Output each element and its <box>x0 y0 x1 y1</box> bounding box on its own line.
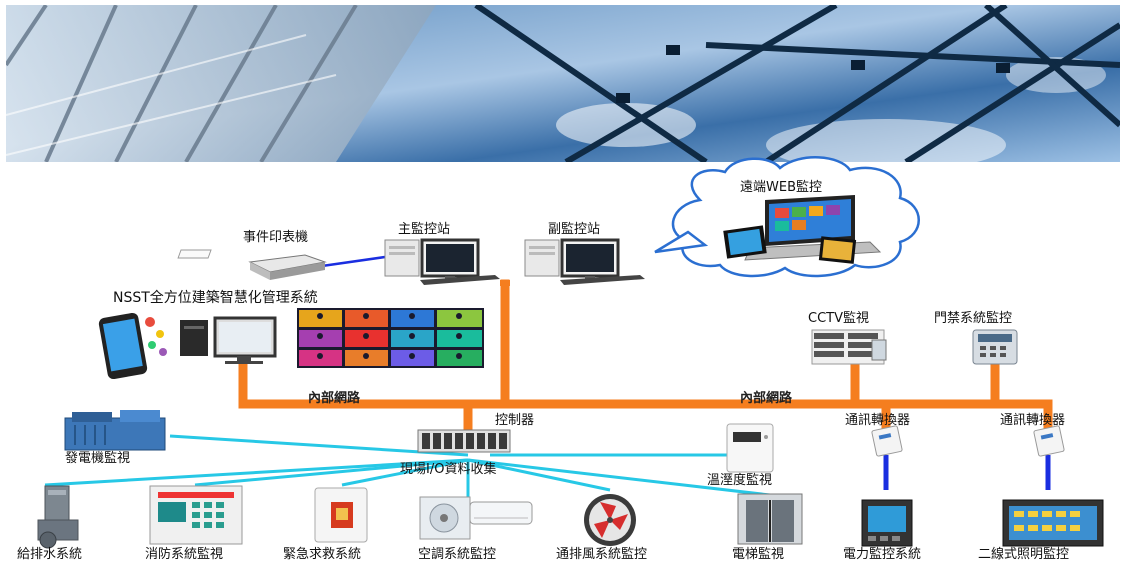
keypad-icon <box>972 329 1018 365</box>
converter-icon-right <box>1033 425 1065 457</box>
monitor-icon <box>180 316 277 364</box>
fire-panel-icon <box>149 485 243 545</box>
internal-network-right-label: 內部網路 <box>740 391 793 406</box>
cctv-camera-icon <box>811 329 887 365</box>
cctv-label: CCTV監視 <box>808 311 869 326</box>
serial-links <box>883 455 1051 490</box>
nsst-system-label: NSST全方位建築智慧化管理系統 <box>113 290 318 306</box>
access-control-label: 門禁系統監控 <box>934 311 1013 326</box>
dashboard-grid-icon <box>297 308 484 368</box>
laptop-tablet-icon <box>723 195 882 264</box>
lighting-label: 二線式照明監控 <box>978 547 1070 562</box>
main-station-pc-icon <box>384 238 500 285</box>
hvac-label: 空調系統監控 <box>418 547 497 562</box>
power-label: 電力監控系統 <box>843 547 922 562</box>
converter-left-label: 通訊轉換器 <box>845 413 911 428</box>
temp-humidity-label: 溫溼度監視 <box>707 473 773 488</box>
printer-icon <box>177 249 327 280</box>
smartphone-icon <box>98 312 167 380</box>
fire-system-label: 消防系統監視 <box>145 547 224 562</box>
fan-icon <box>584 494 636 546</box>
ventilation-label: 通排風系統監控 <box>556 547 648 562</box>
air-conditioner-icon <box>419 496 533 540</box>
glass-building-banner <box>6 5 1120 162</box>
emergency-label: 緊急求救系統 <box>283 547 362 562</box>
sub-station-label: 副監控站 <box>548 222 601 237</box>
generator-label: 發電機監視 <box>65 451 131 466</box>
converter-right-label: 通訊轉換器 <box>1000 413 1066 428</box>
alarm-button-icon <box>314 487 368 543</box>
main-station-label: 主監控站 <box>398 222 451 237</box>
plc-controller-icon <box>417 429 511 453</box>
field-io-label: 現場I/O資料收集 <box>400 462 497 477</box>
elevator-label: 電梯監視 <box>732 547 785 562</box>
elevator-icon <box>737 493 803 545</box>
remote-web-label: 遠端WEB監控 <box>740 180 822 195</box>
generator-icon <box>64 410 166 451</box>
thermostat-icon <box>726 423 774 473</box>
converter-icon-left <box>871 425 903 457</box>
sub-station-pc-icon <box>524 238 645 285</box>
event-printer-label: 事件印表機 <box>243 230 309 245</box>
pump-icon <box>37 485 79 549</box>
water-system-label: 給排水系統 <box>17 547 83 562</box>
controller-label: 控制器 <box>495 413 535 428</box>
internal-network-left-label: 內部網路 <box>308 391 361 406</box>
power-meter-icon <box>861 499 913 547</box>
lighting-panel-icon <box>1002 499 1104 547</box>
